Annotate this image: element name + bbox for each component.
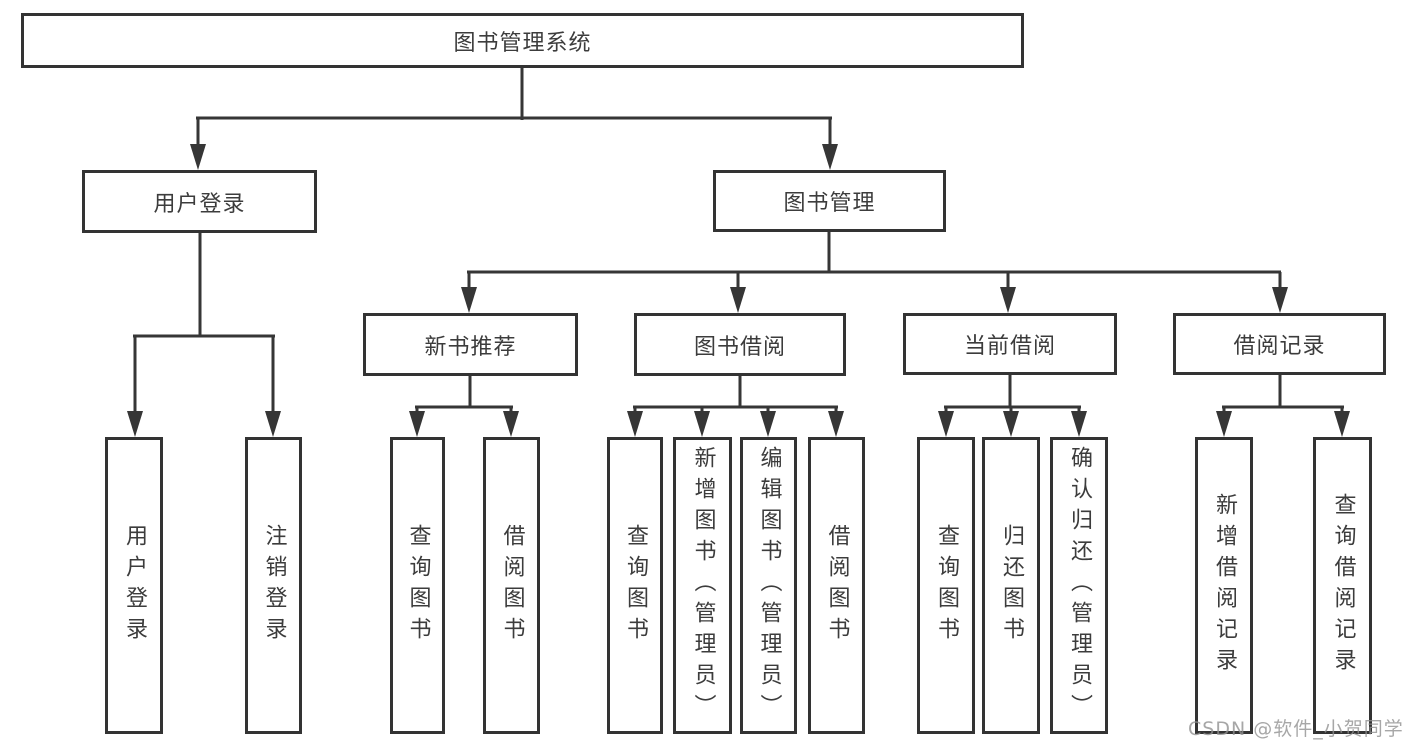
- node-book-borrow: 图书借阅: [634, 313, 846, 376]
- leaf-query-books-current: 查询图书: [917, 437, 975, 734]
- node-new-book-recommend: 新书推荐: [363, 313, 578, 376]
- leaf-user-login-label: 用户登录: [122, 523, 147, 648]
- leaf-query-books-borrow-label: 查询图书: [623, 523, 648, 648]
- node-borrow-records-label: 借阅记录: [1233, 334, 1326, 359]
- node-root-label: 图书管理系统: [453, 30, 592, 56]
- node-user-login-label: 用户登录: [153, 191, 246, 217]
- leaf-query-books-recommend: 查询图书: [390, 437, 445, 734]
- node-root: 图书管理系统: [21, 13, 1024, 68]
- node-book-management: 图书管理: [713, 170, 946, 232]
- leaf-borrow-books-borrow-label: 借阅图书: [824, 523, 850, 648]
- leaf-confirm-return-admin: 确认归还（管理员）: [1050, 437, 1108, 734]
- node-current-borrow-label: 当前借阅: [963, 334, 1056, 359]
- leaf-query-books-current-label: 查询图书: [934, 523, 959, 648]
- leaf-return-book: 归还图书: [982, 437, 1040, 734]
- leaf-logout: 注销登录: [245, 437, 302, 734]
- leaf-edit-book-admin-label: 编辑图书（管理员）: [756, 446, 782, 725]
- leaf-borrow-books-recommend: 借阅图书: [483, 437, 540, 734]
- leaf-query-borrow-record: 查询借阅记录: [1313, 437, 1372, 734]
- leaf-query-books-borrow: 查询图书: [607, 437, 663, 734]
- node-book-management-label: 图书管理: [783, 191, 876, 216]
- node-book-borrow-label: 图书借阅: [693, 334, 786, 360]
- node-current-borrow: 当前借阅: [903, 313, 1117, 375]
- leaf-confirm-return-admin-label: 确认归还（管理员）: [1067, 446, 1092, 725]
- leaf-query-borrow-record-label: 查询借阅记录: [1330, 492, 1356, 679]
- watermark: CSDN @软件_小贺同学: [1188, 718, 1404, 740]
- leaf-user-login: 用户登录: [105, 437, 163, 734]
- node-user-login: 用户登录: [82, 170, 317, 233]
- leaf-borrow-books-recommend-label: 借阅图书: [499, 523, 525, 648]
- node-borrow-records: 借阅记录: [1173, 313, 1386, 375]
- leaf-add-book-admin-label: 新增图书（管理员）: [690, 446, 716, 725]
- leaf-borrow-books-borrow: 借阅图书: [808, 437, 865, 734]
- leaf-return-book-label: 归还图书: [999, 523, 1024, 648]
- node-new-book-recommend-label: 新书推荐: [424, 334, 517, 360]
- leaf-edit-book-admin: 编辑图书（管理员）: [740, 437, 797, 734]
- leaf-add-borrow-record: 新增借阅记录: [1195, 437, 1253, 734]
- leaf-query-books-recommend-label: 查询图书: [405, 523, 431, 648]
- leaf-add-borrow-record-label: 新增借阅记录: [1212, 492, 1237, 679]
- leaf-add-book-admin: 新增图书（管理员）: [673, 437, 732, 734]
- leaf-logout-label: 注销登录: [261, 523, 287, 648]
